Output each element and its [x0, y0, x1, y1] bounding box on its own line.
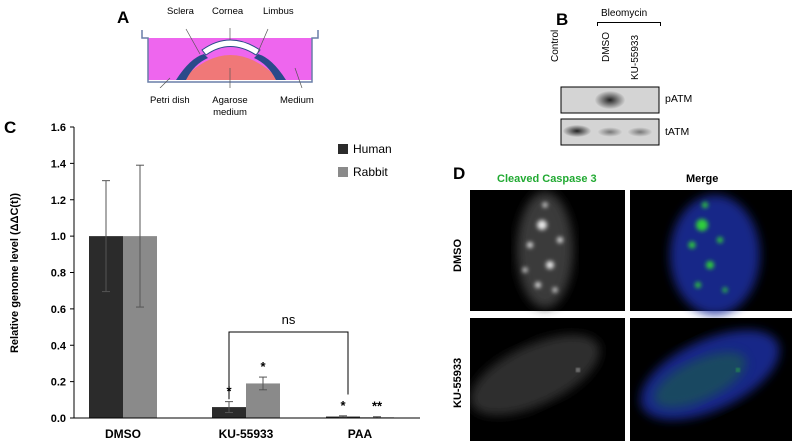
y-axis-title: Relative genome level (ΔΔC(t)) [9, 193, 21, 353]
significance-marker: * [340, 398, 346, 413]
legend-label-rabbit: Rabbit [353, 165, 388, 179]
y-tick-label: 0.0 [51, 413, 66, 425]
y-tick-label: 1.0 [51, 231, 66, 243]
row-label-dmso: DMSO [452, 239, 464, 272]
panel-label-b: B [556, 10, 569, 29]
band-label-patm: pATM [665, 93, 693, 105]
column-label-merge: Merge [686, 173, 719, 185]
label-petri-dish: Petri dish [150, 95, 190, 106]
tatm-band-ku55933 [627, 127, 653, 137]
panel-label-d: D [453, 164, 466, 183]
band-label-tatm: tATM [665, 126, 690, 138]
legend-label-human: Human [353, 142, 392, 156]
label-agarose-2: medium [213, 107, 247, 118]
sclera-band [176, 54, 208, 80]
label-sclera: Sclera [167, 6, 194, 17]
sclera-band-right [254, 54, 286, 80]
petri-pointer [159, 77, 171, 88]
agarose-dome [182, 55, 280, 80]
y-tick-label: 0.4 [51, 340, 67, 352]
tatm-band-dmso [597, 127, 623, 137]
label-medium: Medium [280, 95, 314, 106]
y-tick-label: 0.2 [51, 377, 66, 389]
medium-pointer [294, 67, 303, 88]
lane-label-ku55933: KU-55933 [630, 34, 641, 80]
column-label-caspase: Cleaved Caspase 3 [497, 173, 597, 185]
treatment-label: Bleomycin [601, 8, 648, 19]
corneal-culture-diagram [141, 28, 319, 88]
patm-band-dmso [595, 91, 625, 109]
label-agarose-1: Agarose [212, 95, 248, 106]
x-category-label: KU-55933 [219, 427, 274, 441]
limbus-pointer [257, 28, 269, 53]
x-category-label: DMSO [105, 427, 141, 441]
y-tick-label: 1.4 [51, 158, 67, 170]
significance-marker: * [260, 359, 266, 374]
cornea-shape [201, 39, 261, 56]
legend-swatch-human [338, 144, 348, 154]
sclera-pointer [185, 28, 201, 55]
panel-label-c: C [4, 118, 17, 137]
label-cornea: Cornea [212, 6, 244, 17]
y-tick-label: 1.6 [51, 122, 66, 134]
lane-label-dmso: DMSO [601, 32, 612, 62]
y-tick-label: 0.6 [51, 304, 66, 316]
row-label-ku55933: KU-55933 [452, 357, 464, 408]
x-category-label: PAA [348, 427, 373, 441]
lane-label-control: Control [550, 29, 561, 62]
western-blot [560, 86, 660, 146]
panel-label-a: A [117, 8, 130, 27]
legend-swatch-rabbit [338, 167, 348, 177]
treatment-bracket [597, 22, 661, 26]
tatm-band-control [563, 125, 591, 137]
ns-bracket [228, 331, 349, 400]
ns-label: ns [282, 312, 296, 327]
label-limbus: Limbus [263, 6, 294, 17]
y-tick-label: 1.2 [51, 195, 66, 207]
micrograph-grid [470, 190, 792, 441]
significance-marker: ** [372, 399, 383, 414]
y-tick-label: 0.8 [51, 268, 66, 280]
